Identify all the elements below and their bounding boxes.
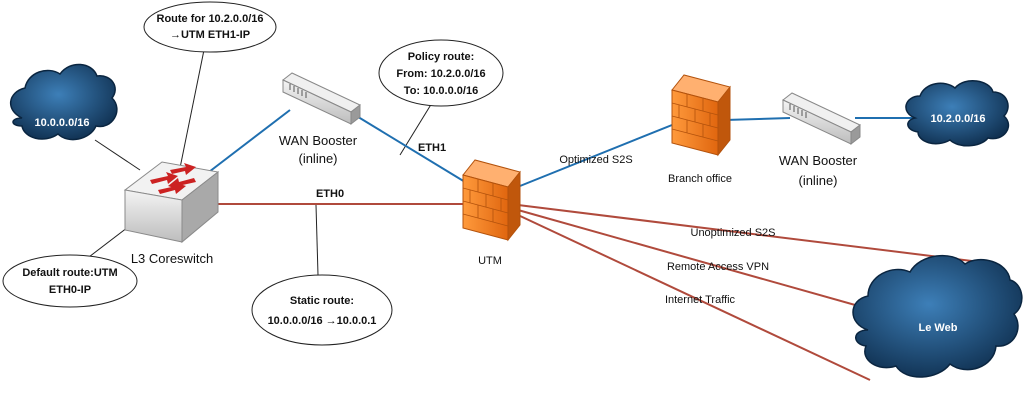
remote-vpn-label: Remote Access VPN (667, 261, 769, 273)
coreswitch-label: L3 Coreswitch (131, 251, 213, 266)
internet-traffic-label: Internet Traffic (665, 294, 736, 306)
static-line2: 10.0.0.0/16 →10.0.0.1 (268, 315, 377, 327)
callout-static-route: Static route: 10.0.0.0/16 →10.0.0.1 (251, 274, 393, 346)
firewall-icon (462, 159, 521, 242)
utm-firewall: UTM (462, 159, 521, 267)
static-line1: Static route: (290, 295, 354, 307)
callout-policy-route: Policy route: From: 10.2.0.0/16 To: 10.0… (378, 39, 504, 107)
cloud-internet-label: Le Web (919, 322, 958, 334)
cloud-left: 10.0.0.0/16 (10, 63, 118, 141)
link-branch-booster (724, 117, 791, 121)
branch-firewall: Branch office (668, 74, 732, 185)
cloud-internet: Le Web (852, 254, 1023, 378)
route-top-line1: Route for 10.2.0.0/16 (157, 13, 264, 25)
booster-left-line2: (inline) (298, 151, 337, 166)
route-top-line2: →UTM ETH1-IP (170, 29, 250, 41)
policy-line1: Policy route: (408, 51, 475, 63)
utm-label: UTM (478, 255, 502, 267)
cloud-right: 10.2.0.0/16 (905, 80, 1010, 147)
booster-right-line2: (inline) (798, 173, 837, 188)
link-remote-vpn (517, 209, 881, 313)
links (84, 44, 981, 381)
callout-line-route-top (179, 44, 206, 169)
eth0-label: ETH0 (316, 188, 344, 200)
unoptimized-s2s-label: Unoptimized S2S (691, 227, 776, 239)
appliance-icon (782, 92, 861, 146)
default-line1: Default route:UTM (22, 267, 117, 279)
link-unoptimized-s2s (517, 204, 981, 263)
eth1-label: ETH1 (418, 142, 446, 154)
callout-line-static (315, 204, 319, 276)
coreswitch: L3 Coreswitch (123, 161, 220, 266)
policy-line3: To: 10.0.0.0/16 (404, 85, 478, 97)
branch-label: Branch office (668, 173, 732, 185)
booster-right-line1: WAN Booster (779, 153, 858, 168)
callout-route-top: Route for 10.2.0.0/16 →UTM ETH1-IP (143, 1, 277, 53)
link-internet (517, 214, 871, 381)
callout-default-route: Default route:UTM ETH0-IP (2, 254, 138, 308)
link-switch-booster (204, 109, 291, 176)
wan-booster-left: WAN Booster (inline) (279, 72, 361, 166)
cloud-right-label: 10.2.0.0/16 (930, 113, 985, 125)
link-labels: ETH1 ETH0 Optimized S2S Unoptimized S2S … (316, 142, 776, 306)
policy-line2: From: 10.2.0.0/16 (396, 68, 485, 80)
default-line2: ETH0-IP (49, 284, 91, 296)
cloud-left-label: 10.0.0.0/16 (34, 117, 89, 129)
link-booster-utm-eth1 (349, 111, 471, 186)
booster-left-line1: WAN Booster (279, 133, 358, 148)
callout-line-cloud-left (94, 139, 141, 171)
optimized-s2s-label: Optimized S2S (559, 154, 632, 166)
firewall-icon (671, 74, 731, 157)
switch-icon (123, 161, 220, 244)
link-utm-branch (514, 124, 673, 189)
appliance-icon (282, 72, 361, 126)
wan-booster-right: WAN Booster (inline) (779, 92, 861, 188)
